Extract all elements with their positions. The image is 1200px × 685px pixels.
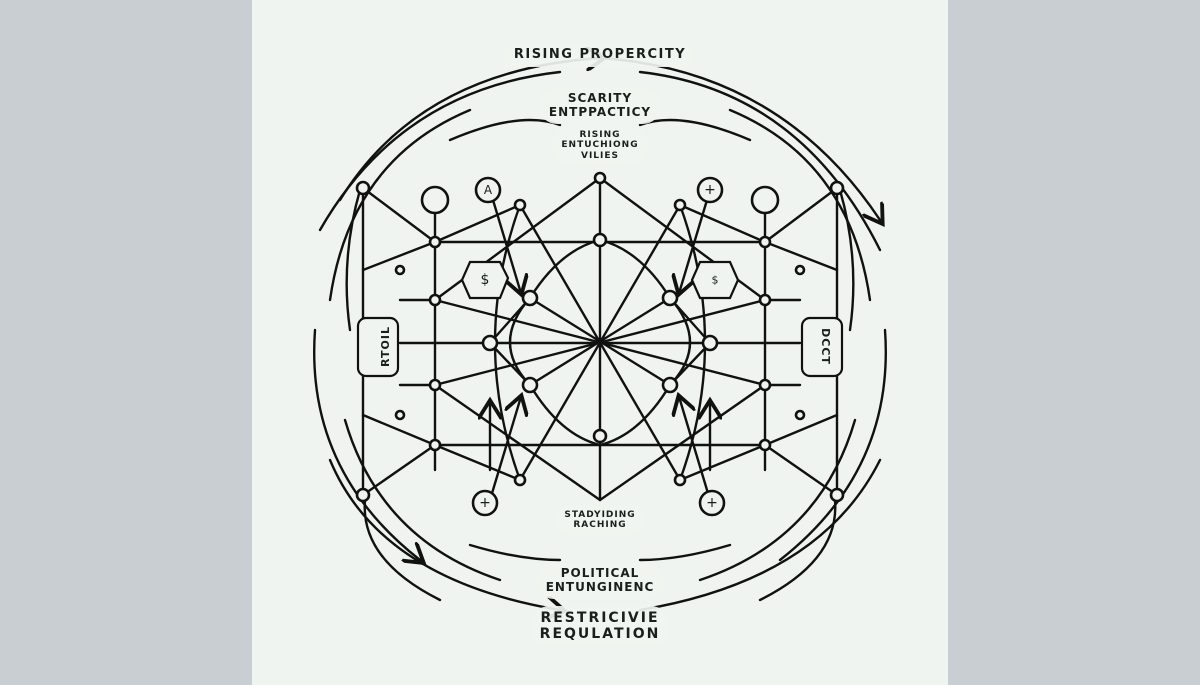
plus-icon: + bbox=[706, 495, 718, 511]
label-political: POLITICAL ENTUNGINENC bbox=[535, 563, 665, 599]
right-margin-panel bbox=[948, 0, 1200, 685]
right-side-box bbox=[800, 316, 844, 378]
label-right-side: DCCT bbox=[818, 328, 832, 365]
label-rising-propercity: RISING PROPERCITY bbox=[503, 44, 697, 67]
diagram-canvas: RISING PROPERCITY SCARITY ENTPPACTICY RI… bbox=[252, 0, 948, 685]
dollar-icon: $ bbox=[711, 273, 719, 287]
left-margin-panel bbox=[0, 0, 252, 685]
label-scarity: SCARITY ENTPPACTICY bbox=[538, 88, 662, 124]
plus-icon: + bbox=[479, 495, 491, 511]
plus-icon: + bbox=[704, 182, 716, 198]
label-restricivie: RESTRICIVIE REQULATION bbox=[529, 606, 671, 647]
label-rising-entuchiong: RISING ENTUCHIONG VILIES bbox=[551, 126, 649, 166]
left-side-box bbox=[356, 316, 400, 378]
label-left-side: RTOIL bbox=[378, 326, 392, 367]
label-stadyiding: STADYIDING RACHING bbox=[554, 506, 646, 535]
network-diagram-svg bbox=[313, 0, 887, 685]
arrow-up-icon: A bbox=[483, 183, 493, 197]
dollar-icon: $ bbox=[480, 272, 490, 288]
